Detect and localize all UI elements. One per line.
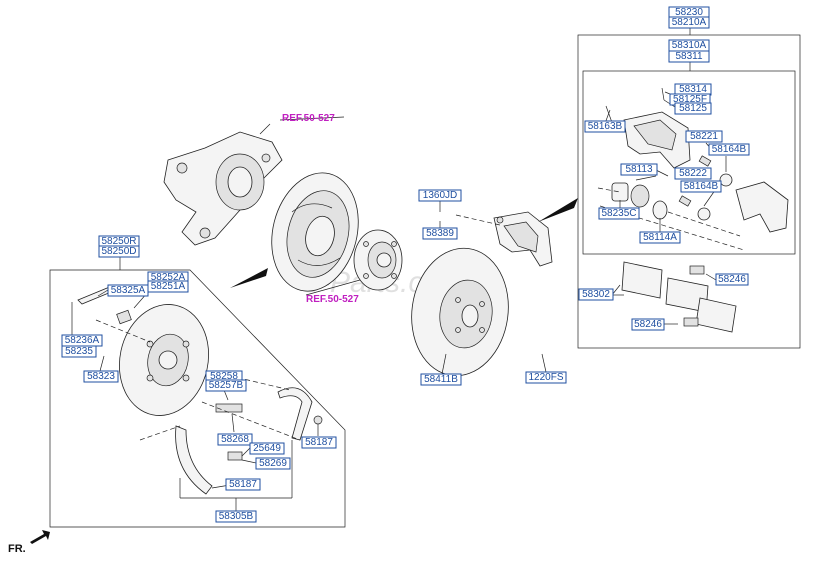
label-58210A[interactable]: 58210A xyxy=(668,16,710,29)
svg-text:58187: 58187 xyxy=(305,437,333,448)
backing-plate-frame xyxy=(49,269,346,528)
label-58251A[interactable]: 58251A xyxy=(147,280,189,293)
svg-text:58221: 58221 xyxy=(690,131,718,142)
label-58250D[interactable]: 58250D xyxy=(98,245,140,258)
svg-text:58302: 58302 xyxy=(582,289,610,300)
label-58125[interactable]: 58125 xyxy=(674,102,712,115)
label-58257B[interactable]: 58257B xyxy=(205,379,247,392)
reference-link-hub[interactable]: REF.50-527 xyxy=(306,294,359,305)
svg-text:58305B: 58305B xyxy=(219,511,254,522)
label-58187-right[interactable]: 58187 xyxy=(301,436,337,449)
label-58222[interactable]: 58222 xyxy=(674,167,712,180)
label-58389[interactable]: 58389 xyxy=(422,227,458,240)
label-58163B[interactable]: 58163B xyxy=(584,120,626,133)
label-58305B[interactable]: 58305B xyxy=(215,510,257,523)
label-58236A[interactable]: 58236A xyxy=(61,334,103,347)
svg-text:58210A: 58210A xyxy=(672,17,707,28)
label-58310A[interactable]: 58310A xyxy=(668,39,710,52)
caliper-assembly-frame xyxy=(577,34,801,349)
brake-disc-drawing xyxy=(411,247,509,377)
svg-text:58268: 58268 xyxy=(221,434,249,445)
svg-text:58389: 58389 xyxy=(426,228,454,239)
label-58269[interactable]: 58269 xyxy=(255,457,291,470)
svg-text:58236A: 58236A xyxy=(65,335,100,346)
knuckle-drawing xyxy=(163,131,283,246)
part-labels: 58230 58210A 58310A 58311 58314 58125F 5… xyxy=(61,6,750,523)
svg-text:58251A: 58251A xyxy=(151,281,186,292)
group-parts xyxy=(71,28,789,511)
svg-text:58125: 58125 xyxy=(679,103,707,114)
svg-text:58411B: 58411B xyxy=(424,374,458,385)
svg-text:58252A: 58252A xyxy=(151,272,186,283)
parking-shoes-drawing xyxy=(175,387,323,495)
svg-text:58323: 58323 xyxy=(87,371,115,382)
front-direction-label: FR. xyxy=(8,543,26,555)
svg-text:58250R: 58250R xyxy=(101,236,136,247)
svg-text:58257B: 58257B xyxy=(209,380,244,391)
label-58323[interactable]: 58323 xyxy=(83,370,119,383)
svg-text:1360JD: 1360JD xyxy=(423,190,457,201)
svg-text:58269: 58269 xyxy=(259,458,287,469)
svg-text:58113: 58113 xyxy=(625,164,653,175)
svg-text:58164B: 58164B xyxy=(712,144,747,155)
label-1360JD[interactable]: 1360JD xyxy=(418,189,462,202)
label-58302[interactable]: 58302 xyxy=(578,288,614,301)
svg-text:58311: 58311 xyxy=(675,51,703,62)
label-58113[interactable]: 58113 xyxy=(620,163,658,176)
leader-lines xyxy=(71,28,727,511)
caliper-inner-frame xyxy=(582,70,796,255)
caliper-exploded-drawing xyxy=(605,87,789,233)
svg-text:58258: 58258 xyxy=(210,371,238,382)
svg-text:1220FS: 1220FS xyxy=(528,372,563,383)
label-58246-top[interactable]: 58246 xyxy=(715,273,749,286)
label-58114A[interactable]: 58114A xyxy=(639,231,681,244)
group-frames xyxy=(49,34,801,528)
dust-shield-drawing xyxy=(271,172,359,292)
svg-text:58246: 58246 xyxy=(718,274,746,285)
front-arrow-icon xyxy=(30,530,50,544)
svg-text:58125F: 58125F xyxy=(673,94,707,105)
svg-text:58310A: 58310A xyxy=(672,40,707,51)
svg-text:58235C: 58235C xyxy=(601,208,636,219)
svg-text:58114A: 58114A xyxy=(643,232,677,243)
caliper-pointer-arrow xyxy=(538,198,578,222)
svg-text:58246: 58246 xyxy=(634,319,662,330)
label-58325A[interactable]: 58325A xyxy=(107,284,149,297)
svg-text:58163B: 58163B xyxy=(588,121,623,132)
svg-text:58222: 58222 xyxy=(679,168,707,179)
label-58411B[interactable]: 58411B xyxy=(420,373,462,386)
label-58221[interactable]: 58221 xyxy=(685,130,723,143)
label-58187-bottom[interactable]: 58187 xyxy=(225,478,261,491)
backing-plate-pointer-arrow xyxy=(230,268,268,288)
label-58268[interactable]: 58268 xyxy=(217,433,253,446)
label-25649[interactable]: 25649 xyxy=(249,442,285,455)
label-58246-bottom[interactable]: 58246 xyxy=(631,318,665,331)
svg-text:58230: 58230 xyxy=(675,7,703,18)
brake-pads-drawing xyxy=(621,261,737,333)
label-58164B-bottom[interactable]: 58164B xyxy=(680,180,722,193)
svg-text:58187: 58187 xyxy=(229,479,257,490)
backing-plate-drawing xyxy=(77,285,209,416)
reference-link-knuckle[interactable]: REF.50-527 xyxy=(282,113,335,124)
hub-bearing-drawing xyxy=(353,229,403,291)
svg-text:58235: 58235 xyxy=(65,346,93,357)
svg-text:58250D: 58250D xyxy=(101,246,136,257)
label-58311[interactable]: 58311 xyxy=(668,50,710,63)
label-1220FS[interactable]: 1220FS xyxy=(525,371,567,384)
svg-text:25649: 25649 xyxy=(253,443,281,454)
svg-text:58164B: 58164B xyxy=(684,181,719,192)
label-58235C[interactable]: 58235C xyxy=(598,207,640,220)
label-58164B-top[interactable]: 58164B xyxy=(708,143,750,156)
label-58235[interactable]: 58235 xyxy=(61,345,97,358)
svg-text:58325A: 58325A xyxy=(111,285,146,296)
caliper-drawing xyxy=(493,211,553,267)
svg-text:58314: 58314 xyxy=(679,84,707,95)
